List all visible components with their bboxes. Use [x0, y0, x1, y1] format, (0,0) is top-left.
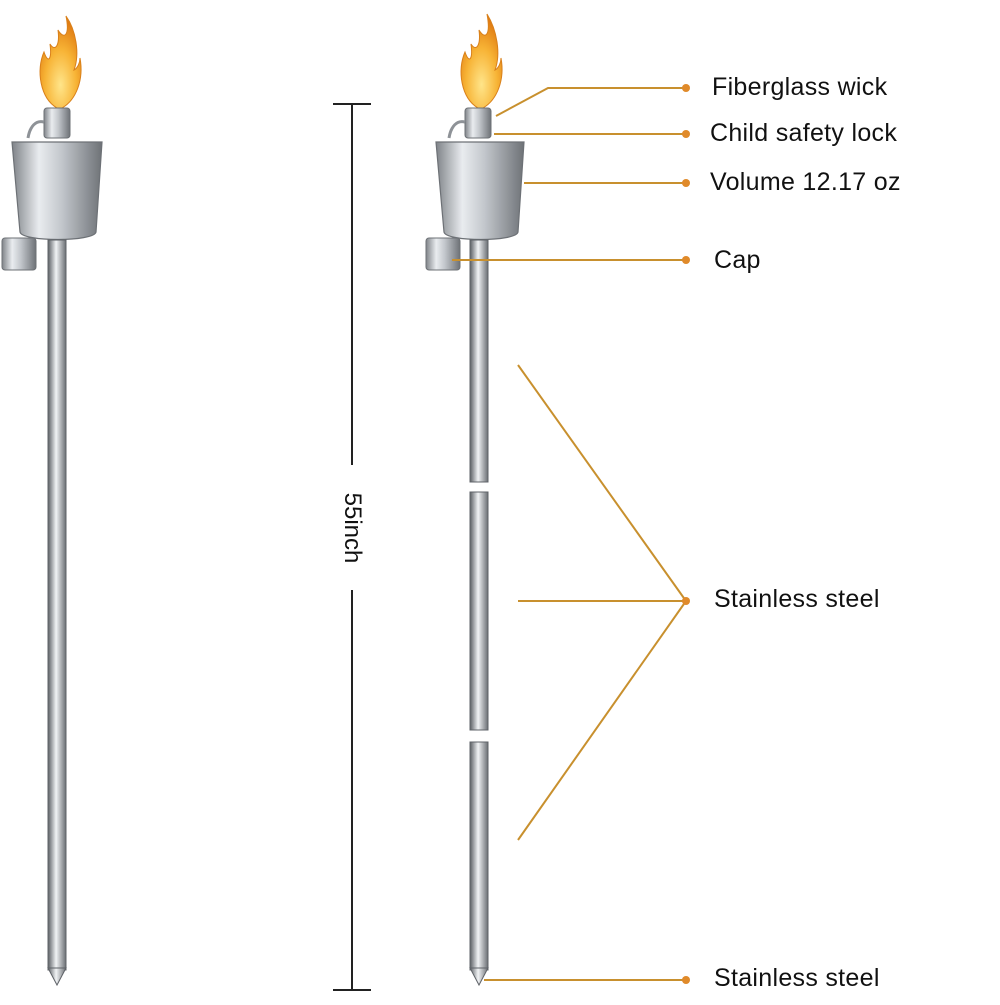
leader-dots	[682, 84, 690, 984]
right-canister	[435, 141, 525, 241]
label-stainless-steel-tip: Stainless steel	[714, 964, 880, 992]
right-torch	[425, 13, 525, 987]
left-flame	[39, 15, 82, 109]
leader-wick	[495, 87, 686, 117]
right-wick-collar	[464, 107, 492, 139]
left-wick-collar	[43, 107, 71, 139]
right-pole-segment-2	[469, 491, 489, 731]
leader-pole-lower	[517, 600, 687, 841]
right-pole-segment-3	[469, 741, 489, 971]
dot-volume	[682, 179, 690, 187]
dot-cap	[682, 256, 690, 264]
label-volume: Volume 12.17 oz	[710, 168, 901, 196]
left-canister	[11, 141, 103, 241]
left-torch	[1, 15, 103, 987]
left-lock-arm	[26, 120, 45, 139]
label-child-safety-lock: Child safety lock	[710, 119, 898, 147]
height-dimension	[333, 103, 371, 991]
dot-wick	[682, 84, 690, 92]
left-tip	[47, 967, 67, 987]
left-cap	[1, 237, 37, 271]
label-cap: Cap	[714, 246, 761, 274]
dot-lock	[682, 130, 690, 138]
label-fiberglass-wick: Fiberglass wick	[712, 73, 888, 101]
height-label: 55inch	[339, 492, 366, 564]
left-pole	[47, 239, 67, 971]
right-flame	[460, 13, 503, 109]
label-stainless-steel-pole: Stainless steel	[714, 585, 880, 613]
dot-tip	[682, 976, 690, 984]
right-lock-arm	[447, 120, 466, 139]
leader-lines	[452, 87, 687, 981]
right-pole-segment-1	[469, 239, 489, 483]
right-cap	[425, 237, 461, 271]
leader-pole-upper	[517, 364, 687, 602]
dot-pole	[682, 597, 690, 605]
right-tip	[469, 967, 489, 987]
